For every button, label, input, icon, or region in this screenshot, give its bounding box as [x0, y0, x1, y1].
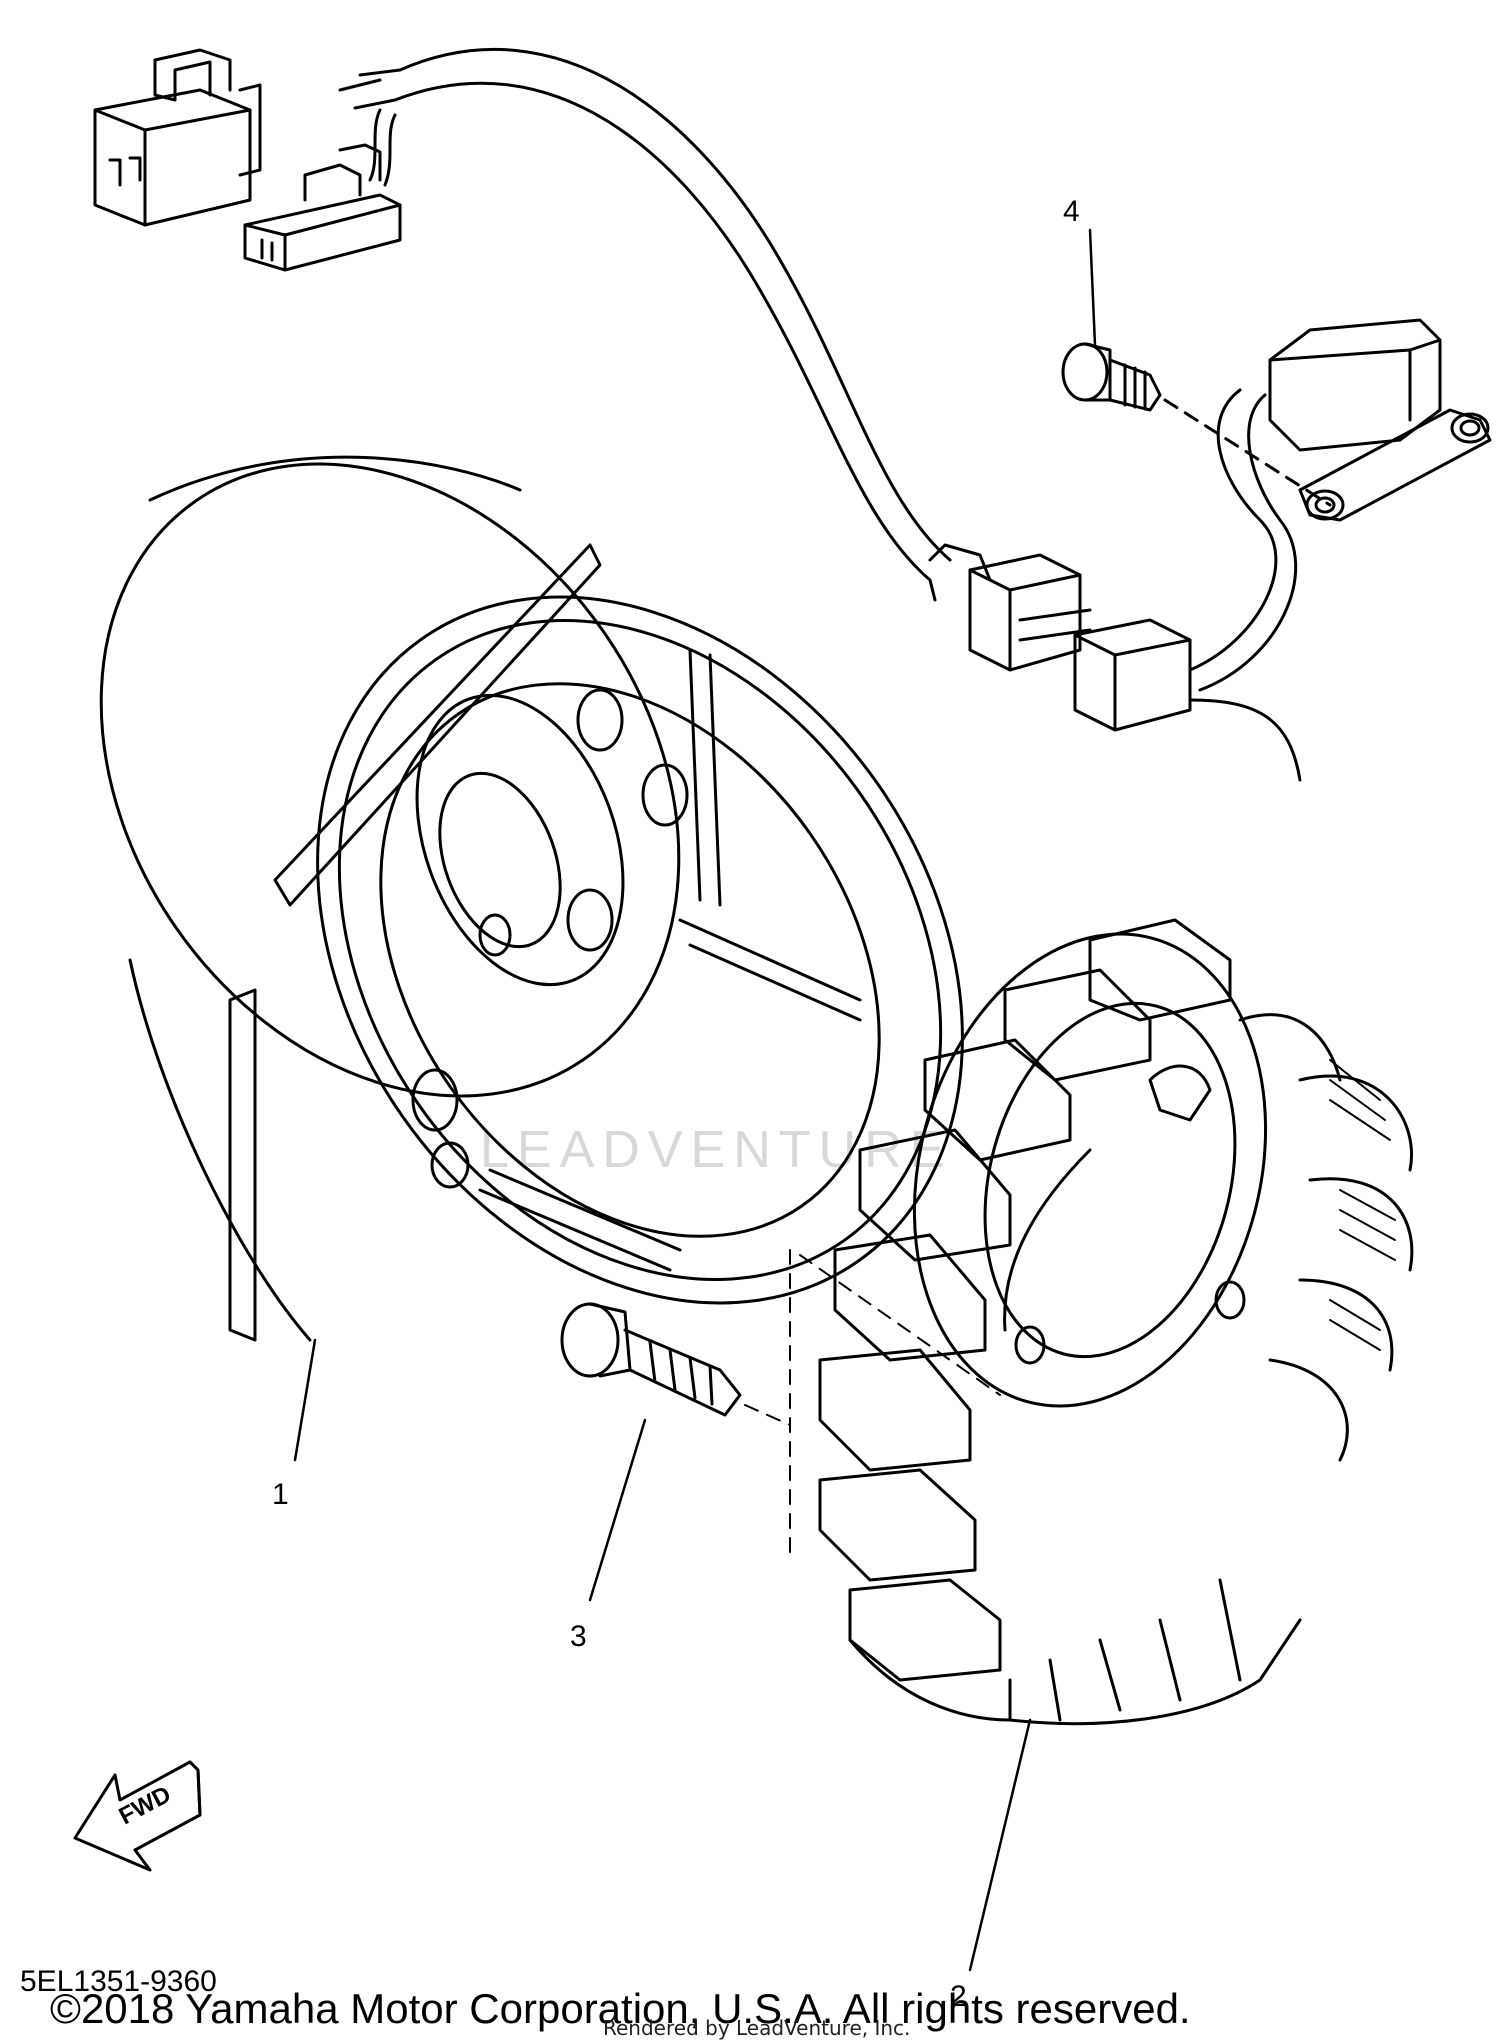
rotor-flywheel: [99, 455, 964, 1342]
harness-connector-large: [93, 48, 262, 227]
bolt-3: [560, 1302, 791, 1426]
pickup-coil: [1268, 318, 1492, 522]
copyright-notice: ©2018 Yamaha Motor Corporation, U.S.A. A…: [50, 1985, 1191, 2032]
wire-harness: [338, 48, 952, 582]
callout-1: 1: [272, 1478, 289, 1511]
part-code: 5EL1351-9360: [20, 1965, 217, 1998]
callout-4: 4: [1063, 195, 1080, 228]
harness-connector-small: [243, 143, 402, 272]
callout-3: 3: [570, 1620, 587, 1653]
stator-assembly: [789, 918, 1414, 1726]
callout-2: 2: [950, 1980, 967, 2013]
inline-connector-pair: [928, 543, 1192, 732]
leader-lines: [293, 228, 1097, 1972]
pickup-coil-wire: [1188, 388, 1302, 782]
screw-4: [1061, 342, 1332, 507]
fwd-arrow: [73, 1760, 202, 1872]
rendered-by-text: Rendered by LeadVenture, Inc.: [603, 2016, 911, 2040]
